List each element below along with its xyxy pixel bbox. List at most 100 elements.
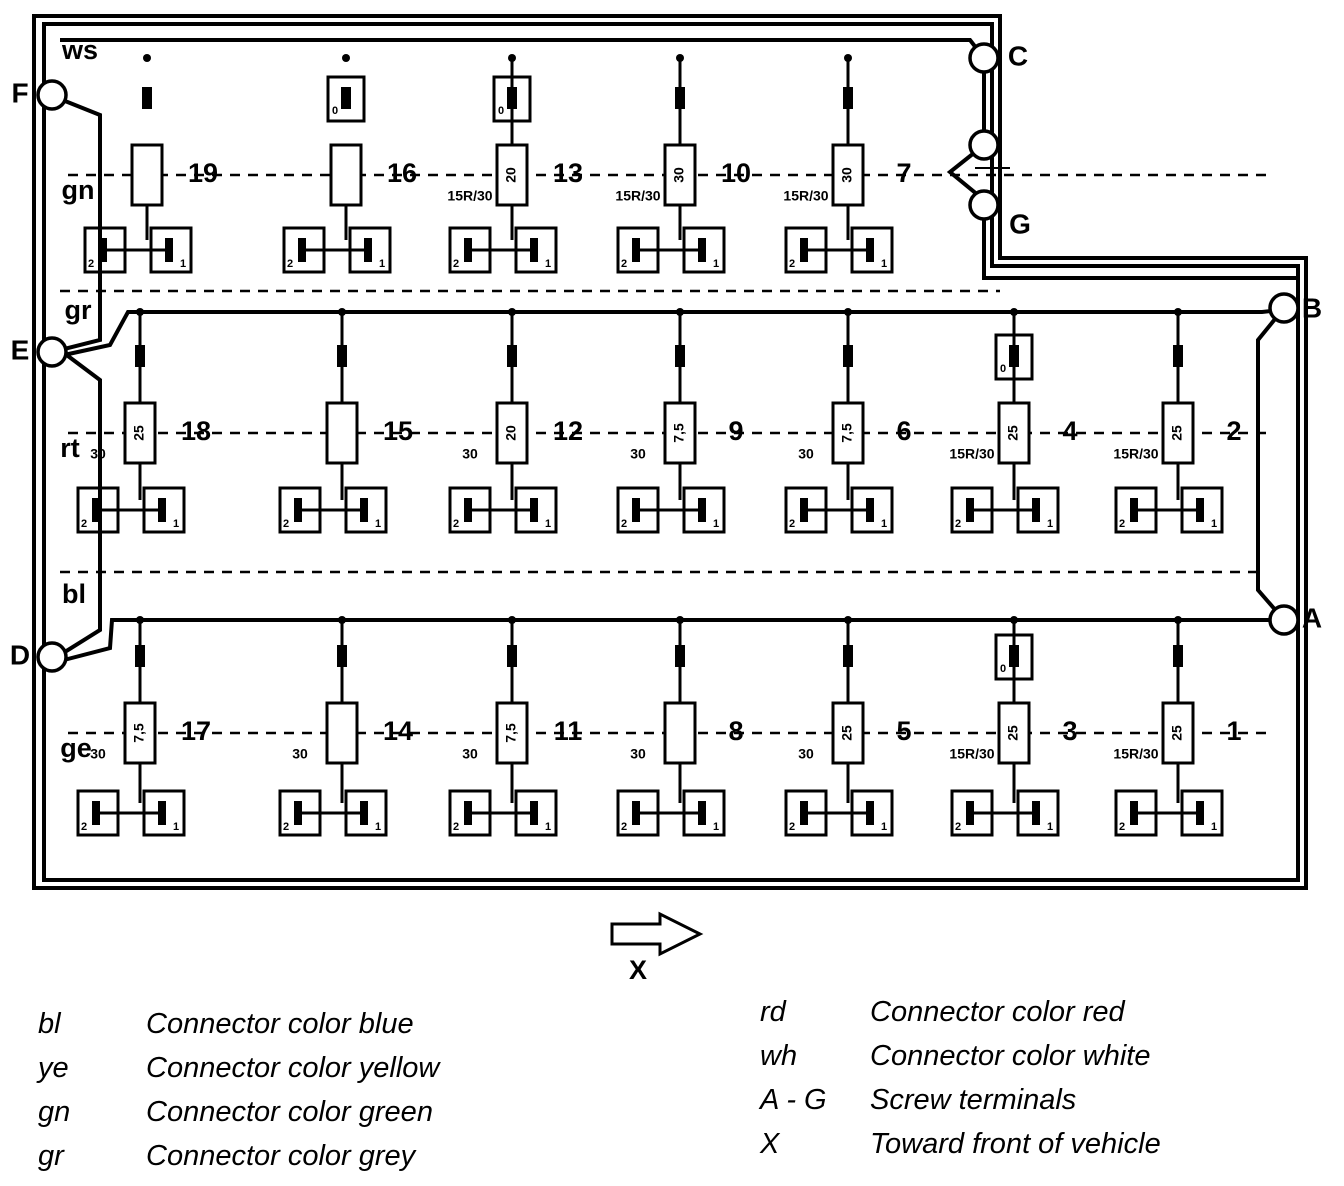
plug-stub: [135, 345, 145, 367]
legend-abbr: A - G: [760, 1084, 827, 1116]
front-arrow: X: [610, 911, 704, 985]
pin-label-1: 1: [1211, 821, 1217, 833]
fuse-number: 12: [553, 416, 583, 446]
terminal-circle: [36, 641, 68, 673]
terminal-e: E: [11, 334, 68, 368]
plug-stub: [843, 645, 853, 667]
pin-label-1: 1: [180, 258, 186, 270]
fuse-rating: 7,5: [839, 423, 855, 443]
bus-node: [844, 616, 852, 624]
fuse-number: 1: [1226, 716, 1241, 746]
pin-label-1: 1: [375, 821, 381, 833]
bus-node: [1010, 616, 1018, 624]
plug-stub: [1173, 645, 1183, 667]
pin-label-2: 2: [81, 518, 87, 530]
fuse-body: [663, 701, 697, 765]
relay-socket: [492, 75, 532, 123]
bus-node: [844, 308, 852, 316]
fuse-number: 7: [896, 158, 911, 188]
harness-inner: [42, 22, 1300, 882]
bus-node: [143, 54, 151, 62]
fuse-body: [130, 143, 164, 207]
pin-label-1: 1: [713, 518, 719, 530]
pin-label-2: 2: [621, 258, 627, 270]
pin-label-1: 1: [713, 821, 719, 833]
fuse-sub-label: 30: [630, 746, 646, 762]
pin-label-2: 2: [789, 518, 795, 530]
pin-label-1: 1: [545, 821, 551, 833]
bus-middle: [63, 308, 1281, 357]
plug-stub: [1173, 345, 1183, 367]
fuse-number: 6: [896, 416, 911, 446]
fuse-rating: 7,5: [671, 423, 687, 443]
bus-node: [676, 54, 684, 62]
relay-socket: [994, 633, 1034, 681]
wire-b-a: [1256, 306, 1286, 622]
pin-label-1: 1: [173, 518, 179, 530]
legend-abbr: gn: [38, 1096, 71, 1128]
fuse-body: [663, 143, 697, 207]
pin-label-1: 1: [379, 258, 385, 270]
plug-stub: [1009, 345, 1019, 367]
fuse-rating: 20: [503, 167, 519, 183]
terminal-circle: [36, 79, 68, 111]
pin-label-2: 2: [453, 821, 459, 833]
plug-stub: [843, 345, 853, 367]
relay-pin-label: 0: [332, 105, 338, 117]
fuse-rating: 7,5: [503, 723, 519, 743]
legend-abbr: X: [760, 1128, 780, 1160]
pin-label-2: 2: [955, 821, 961, 833]
wire-label-bl: bl: [62, 579, 86, 609]
plug-stub: [675, 87, 685, 109]
terminal-c: C: [968, 40, 1028, 74]
bus-node: [676, 308, 684, 316]
fuse-body: [123, 401, 157, 465]
fuse-sub-label: 15R/30: [1113, 446, 1158, 462]
pin-label-2: 2: [283, 518, 289, 530]
fuse-body: [495, 143, 529, 207]
bus-node: [1174, 616, 1182, 624]
bus-node: [508, 54, 516, 62]
bus-node: [508, 616, 516, 624]
terminal-label: D: [10, 639, 30, 670]
bus-node: [136, 308, 144, 316]
legend-desc: Connector color green: [146, 1096, 433, 1128]
fuse-sub-label: 15R/30: [949, 446, 994, 462]
fuse-number: 14: [383, 716, 413, 746]
terminal-label: F: [11, 77, 28, 108]
fuse-rating: 25: [1005, 425, 1021, 441]
bus-node: [342, 54, 350, 62]
pin-label-2: 2: [283, 821, 289, 833]
pin-label-2: 2: [955, 518, 961, 530]
pin-label-1: 1: [713, 258, 719, 270]
pin-label-1: 1: [881, 258, 887, 270]
terminal-label: A: [1302, 602, 1322, 633]
fuse-number: 18: [181, 416, 211, 446]
pin-label-2: 2: [287, 258, 293, 270]
arrow-shape: [610, 911, 704, 957]
fuse-rating: 20: [503, 425, 519, 441]
fuse-body: [831, 143, 865, 207]
fuse-number: 9: [728, 416, 743, 446]
relay-socket: [326, 75, 366, 123]
pin-label-2: 2: [1119, 518, 1125, 530]
fuse-number: 10: [721, 158, 751, 188]
fuse-sub-label: 30: [90, 746, 106, 762]
